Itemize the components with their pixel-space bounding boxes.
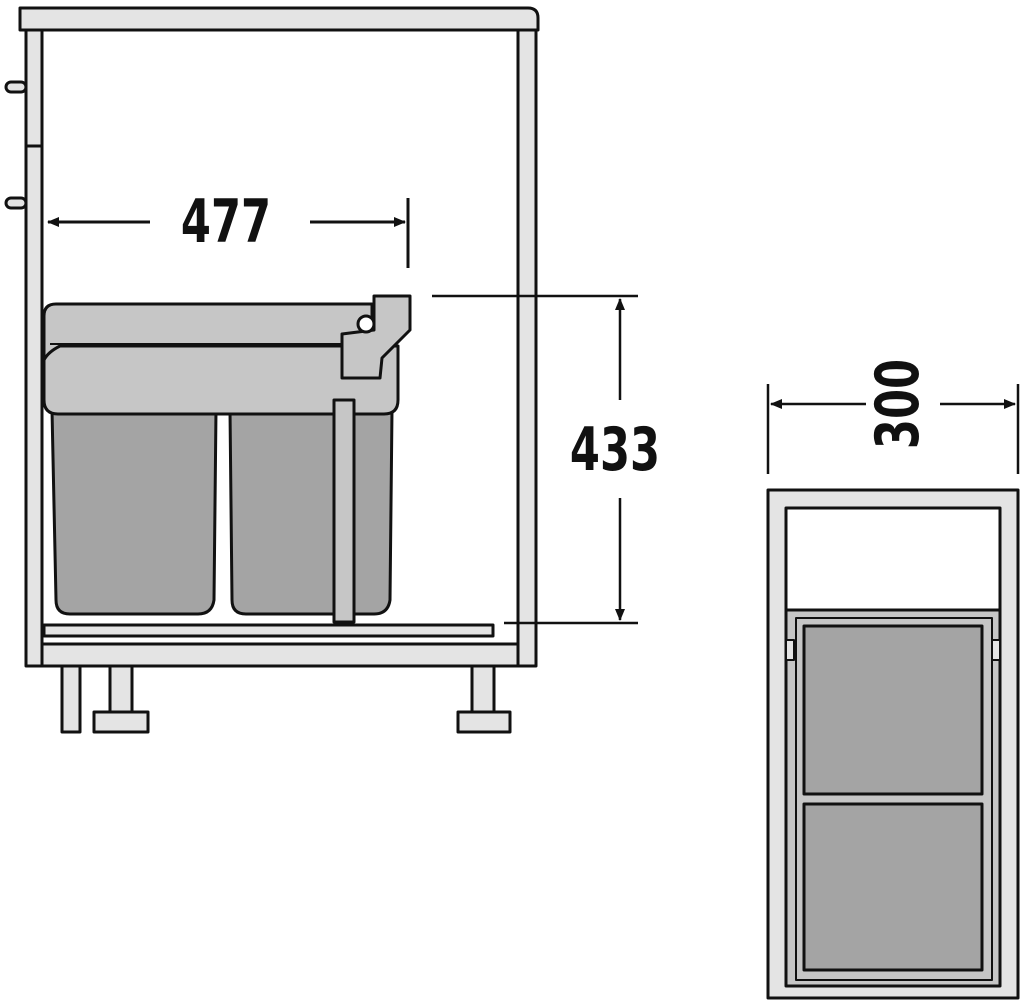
door-knob-lower xyxy=(4,196,28,210)
front-opening xyxy=(784,506,1002,612)
leg-left xyxy=(60,664,82,734)
height-label: 433 xyxy=(570,415,660,485)
side-view xyxy=(4,6,540,734)
cabinet-left-panel xyxy=(24,28,44,668)
front-slide-left xyxy=(785,639,795,661)
leg-middle xyxy=(108,664,134,714)
width-label: 477 xyxy=(181,187,271,257)
hinge-pin xyxy=(356,314,376,334)
pull-out-rail xyxy=(42,623,495,638)
bin-right xyxy=(228,408,394,616)
leg-right xyxy=(470,664,496,714)
width-dimension xyxy=(47,198,410,268)
height-dimension xyxy=(432,294,638,625)
cabinet-bottom-panel xyxy=(40,642,520,668)
front-slide-right xyxy=(991,639,1001,661)
cabinet-width-dimension xyxy=(766,384,1020,474)
front-view xyxy=(766,488,1020,1000)
door-knob-upper xyxy=(4,80,28,94)
leg-middle-foot xyxy=(92,710,150,734)
front-carrier-inner xyxy=(795,617,993,981)
bin-left xyxy=(50,408,218,616)
bin-lid-frame xyxy=(42,344,400,416)
cabinet-width-label: 300 xyxy=(863,359,933,449)
leg-right-foot xyxy=(456,710,512,734)
front-bin-top xyxy=(802,624,984,796)
support-post xyxy=(332,398,356,624)
countertop xyxy=(18,6,540,32)
cabinet-right-panel xyxy=(516,28,538,668)
front-bin-bottom xyxy=(802,802,984,972)
